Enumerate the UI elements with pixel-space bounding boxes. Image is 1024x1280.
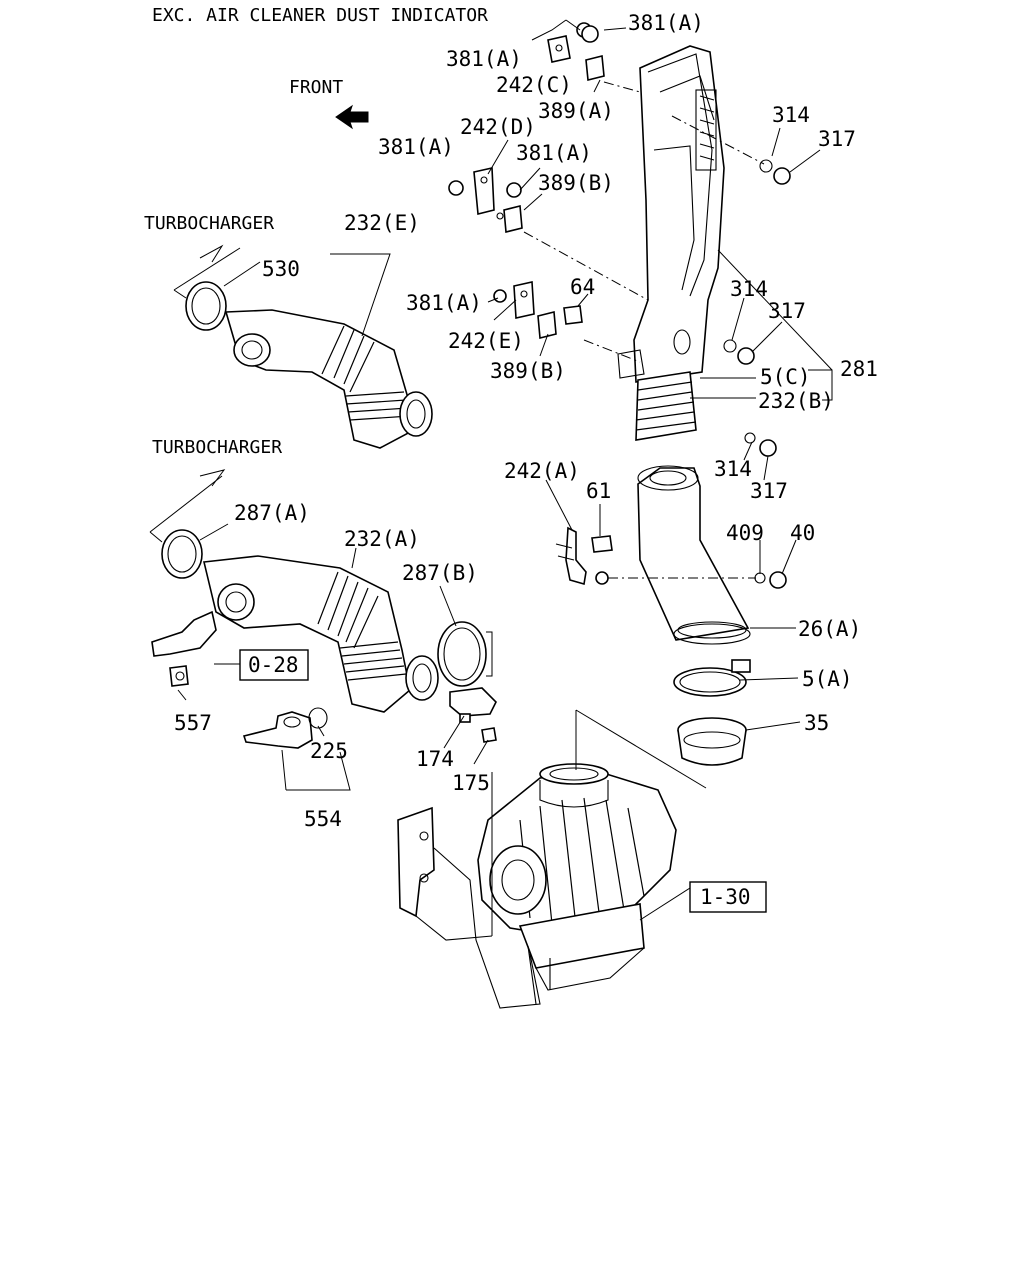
callout-242d: 242(D) <box>460 115 536 139</box>
clamp-287b <box>437 621 493 687</box>
intake-duct-lower <box>637 465 751 645</box>
callout-64: 64 <box>570 275 595 299</box>
leader-lines <box>177 19 833 936</box>
front-direction: FRONT <box>289 77 369 130</box>
bolt-61 <box>591 535 613 553</box>
diagram-heading: EXC. AIR CLEANER DUST INDICATOR <box>152 5 488 26</box>
callout-314-low: 314 <box>714 457 752 481</box>
callout-287a: 287(A) <box>234 501 310 525</box>
turbo-hose-upper <box>185 281 433 449</box>
reference-box-0-28: 0-28 <box>239 649 309 681</box>
callout-381a-top-left: 381(A) <box>446 47 522 71</box>
callout-287b: 287(B) <box>402 561 478 585</box>
callout-389a: 389(A) <box>538 99 614 123</box>
sensor-174 <box>449 687 497 743</box>
callout-61: 61 <box>586 479 611 503</box>
callout-381a-low: 381(A) <box>406 291 482 315</box>
reference-box-1-30: 1-30 <box>689 881 767 913</box>
callout-557: 557 <box>174 711 212 735</box>
callout-40: 40 <box>790 521 815 545</box>
callout-5c: 5(C) <box>760 365 811 389</box>
turbocharger-marker-upper: TURBOCHARGER <box>144 213 274 299</box>
callout-232e: 232(E) <box>344 211 420 235</box>
callout-409: 409 <box>726 521 764 545</box>
callout-225: 225 <box>310 739 348 763</box>
callout-381a-mid-left: 381(A) <box>378 135 454 159</box>
front-label: FRONT <box>289 77 343 98</box>
turbo-hose-lower <box>161 529 439 713</box>
reference-label-1-30: 1-30 <box>700 885 751 909</box>
callout-317-top: 317 <box>818 127 856 151</box>
nuts <box>448 22 791 589</box>
callout-314-top: 314 <box>772 103 810 127</box>
callout-381a-top-right: 381(A) <box>628 11 704 35</box>
bracket-242e <box>513 281 535 319</box>
callouts: 381(A) 381(A) 242(C) 389(A) 242(D) 381(A… <box>174 11 878 831</box>
air-cleaner <box>397 763 677 1009</box>
bracket-242c <box>547 35 571 63</box>
callout-232a: 232(A) <box>344 527 420 551</box>
sensor-554 <box>242 707 351 791</box>
callout-35: 35 <box>804 711 829 735</box>
mount-389a <box>585 54 605 82</box>
front-arrow-icon <box>335 104 369 130</box>
callout-317-mid: 317 <box>768 299 806 323</box>
clamp-5a <box>673 659 751 697</box>
intake-duct-upper <box>617 45 725 441</box>
callout-174: 174 <box>416 747 454 771</box>
turbocharger-label-upper: TURBOCHARGER <box>144 213 274 234</box>
mount-389b-top <box>496 204 523 234</box>
callout-317-low: 317 <box>750 479 788 503</box>
turbocharger-marker-lower: TURBOCHARGER <box>149 437 282 543</box>
callout-26a: 26(A) <box>798 617 861 641</box>
connector-35 <box>677 717 747 766</box>
callout-175: 175 <box>452 771 490 795</box>
bracket-242a <box>555 526 587 586</box>
callout-554: 554 <box>304 807 342 831</box>
callout-381a-mid-right: 381(A) <box>516 141 592 165</box>
callout-281: 281 <box>840 357 878 381</box>
callout-530: 530 <box>262 257 300 281</box>
callout-389b-top: 389(B) <box>538 171 614 195</box>
indicator-pipe-557 <box>151 610 217 687</box>
centerlines <box>523 81 765 579</box>
callout-242a: 242(A) <box>504 459 580 483</box>
callout-242e: 242(E) <box>448 329 524 353</box>
callout-314-mid: 314 <box>730 277 768 301</box>
callout-232b: 232(B) <box>758 389 834 413</box>
reference-label-0-28: 0-28 <box>248 653 299 677</box>
bolt-64 <box>563 305 583 325</box>
callout-5a: 5(A) <box>802 667 853 691</box>
bracket-242d <box>473 167 495 216</box>
callout-242c: 242(C) <box>496 73 572 97</box>
turbocharger-label-lower: TURBOCHARGER <box>152 437 282 458</box>
callout-389b-low: 389(B) <box>490 359 566 383</box>
mount-389b-low <box>537 310 557 340</box>
